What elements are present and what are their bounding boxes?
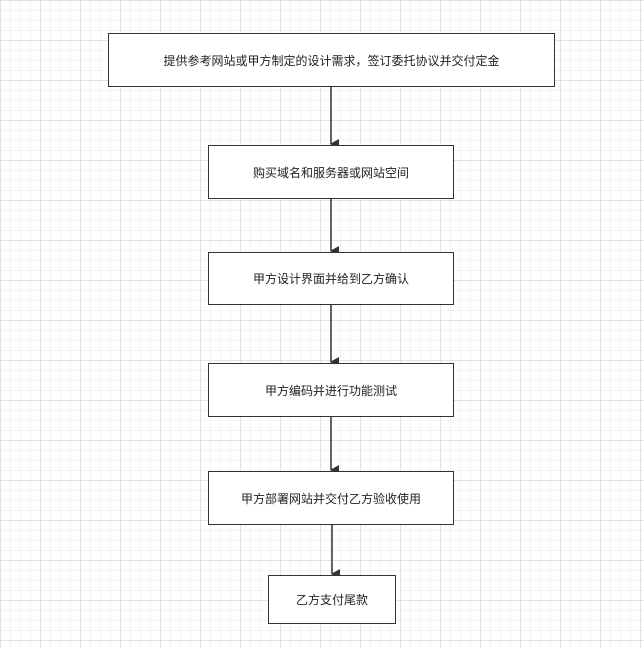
flow-step-4: 甲方编码并进行功能测试 <box>208 363 454 417</box>
flow-step-1: 提供参考网站或甲方制定的设计需求，签订委托协议并交付定金 <box>108 33 555 87</box>
flow-step-3-label: 甲方设计界面并给到乙方确认 <box>252 272 409 286</box>
flow-step-6-label: 乙方支付尾款 <box>295 593 368 607</box>
flow-step-1-label: 提供参考网站或甲方制定的设计需求，签订委托协议并交付定金 <box>163 53 500 68</box>
flow-step-2: 购买域名和服务器或网站空间 <box>208 145 454 199</box>
flow-step-4-label: 甲方编码并进行功能测试 <box>264 383 397 398</box>
flow-step-5: 甲方部署网站并交付乙方验收使用 <box>208 471 454 525</box>
flow-step-2-label: 购买域名和服务器或网站空间 <box>252 165 409 180</box>
flow-step-3: 甲方设计界面并给到乙方确认 <box>208 252 454 305</box>
flow-step-5-label: 甲方部署网站并交付乙方验收使用 <box>240 491 421 506</box>
flow-step-6: 乙方支付尾款 <box>268 575 396 624</box>
